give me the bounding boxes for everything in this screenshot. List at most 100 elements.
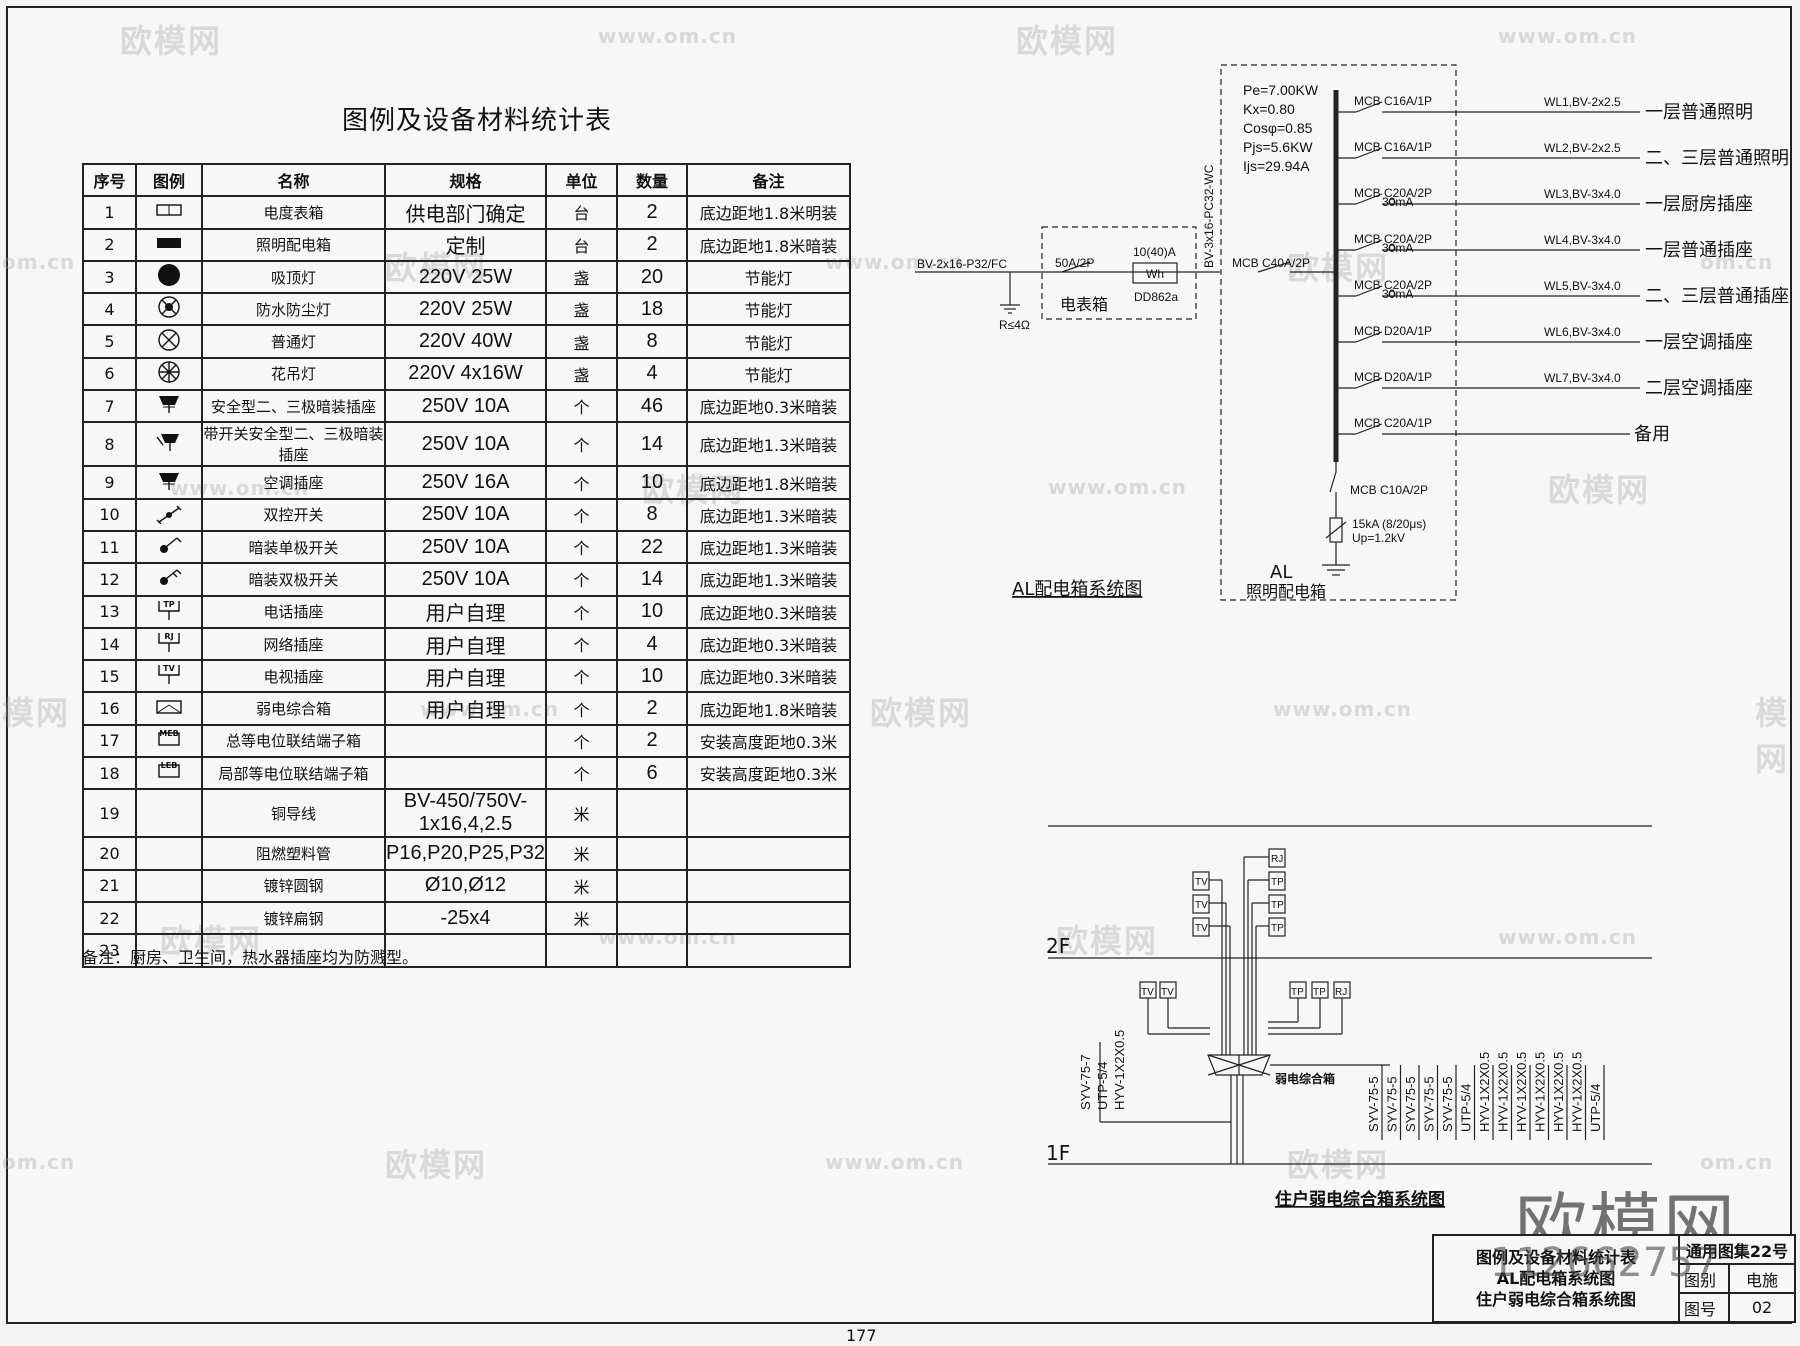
title-block: 图例及设备材料统计表 AL配电箱系统图 住户弱电综合箱系统图 通用图集22号 图…	[1432, 1234, 1796, 1323]
row-qty: 4	[616, 626, 689, 662]
row-qty: 8	[616, 497, 689, 532]
incoming-cable-label: UTP-5/4	[1095, 1062, 1110, 1110]
meter-symbol-label: Wh	[1146, 267, 1164, 281]
row-remark	[686, 900, 852, 936]
row-unit: 个	[545, 421, 619, 468]
row-remark: 底边距地0.3米暗装	[686, 626, 852, 662]
row-qty: 20	[616, 259, 689, 295]
row-unit: 米	[545, 836, 619, 871]
watermark-url: om.cn	[1700, 1150, 1774, 1174]
row-icon	[135, 421, 203, 468]
tv-socket-icon	[1192, 894, 1210, 914]
row-name	[201, 933, 386, 968]
row-icon	[135, 389, 203, 424]
socket-icon	[1268, 848, 1286, 868]
al-diagram-title: AL配电箱系统图	[1012, 579, 1142, 600]
outlet-label: TV	[1195, 900, 1208, 911]
load-param: Ijs=29.94A	[1243, 158, 1310, 174]
row-no: 5	[82, 324, 137, 359]
row-name: 铜导线	[201, 788, 386, 839]
row-qty: 14	[616, 421, 689, 468]
network-socket-icon: RJ	[153, 631, 185, 657]
row-name: 防水防尘灯	[201, 292, 386, 327]
circuit-breaker-switch	[1355, 423, 1383, 435]
circuit-load-label: 一层厨房插座	[1645, 194, 1753, 215]
header-remark: 备注	[686, 162, 852, 198]
outgoing-cable-label: SYV-75-5	[1366, 1076, 1381, 1132]
tv-socket-icon	[1192, 917, 1210, 937]
main-breaker-switch	[1257, 261, 1291, 273]
meter-box-outline	[1041, 226, 1197, 320]
outgoing-cable-label: SYV-75-5	[1422, 1076, 1437, 1132]
row-no: 10	[82, 497, 137, 532]
title-block-category-label: 图别	[1678, 1263, 1730, 1294]
row-name: 暗装单极开关	[201, 529, 386, 565]
outlet-label: TV	[1195, 923, 1208, 934]
load-param: Pe=7.00KW	[1243, 82, 1319, 98]
rcd-icon	[1388, 290, 1396, 298]
row-no: 7	[82, 389, 137, 424]
row-spec: 220V 4x16W	[383, 356, 548, 392]
circuit-rcd-label: 30mA	[1382, 241, 1413, 255]
watermark-url: www.om.cn	[1273, 697, 1413, 721]
row-remark	[686, 868, 852, 903]
row-name: 总等电位联结端子箱	[201, 723, 386, 759]
header-no: 序号	[82, 162, 137, 198]
row-remark	[686, 788, 852, 839]
row-no: 9	[82, 465, 137, 500]
row-spec: -25x4	[383, 900, 548, 936]
socket-icon	[1268, 894, 1286, 914]
row-spec: Ø10,Ø12	[383, 868, 548, 903]
row-spec: 220V 40W	[383, 324, 548, 359]
row-name: 双控开关	[201, 497, 386, 532]
row-icon	[135, 324, 203, 359]
row-icon: MEB	[135, 723, 203, 759]
row-name: 带开关安全型二、三极暗装插座	[201, 421, 386, 468]
row-unit: 盏	[545, 259, 619, 295]
meter-icon	[1132, 262, 1178, 284]
row-no: 14	[82, 626, 137, 662]
circuit-breaker-label: MCB C20A/2P	[1354, 278, 1432, 292]
row-unit: 个	[545, 389, 619, 424]
outlet-label: TP	[1271, 877, 1284, 888]
circuit-breaker-label: MCB D20A/1P	[1354, 370, 1432, 384]
incoming-cable-label: SYV-75-7	[1078, 1054, 1093, 1110]
load-param: Pjs=5.6KW	[1243, 139, 1313, 155]
row-spec: 250V 10A	[383, 529, 548, 565]
row-qty: 4	[616, 356, 689, 392]
row-remark: 底边距地0.3米暗装	[686, 594, 852, 629]
outgoing-cable-label: HYV-1X2X0.5	[1514, 1052, 1529, 1132]
row-unit	[545, 933, 619, 968]
title-block-set: 通用图集22号	[1678, 1234, 1796, 1265]
circuit-load-label: 二、三层普通照明	[1645, 148, 1789, 169]
weak-box-label: 弱电综合箱	[1275, 1071, 1335, 1086]
outlet-label: TP	[1271, 900, 1284, 911]
ceiling-lamp-icon	[153, 264, 185, 290]
single-switch-icon	[153, 534, 185, 560]
row-icon	[135, 195, 203, 230]
row-spec: 220V 25W	[383, 292, 548, 327]
row-unit: 台	[545, 227, 619, 262]
row-no: 1	[82, 195, 137, 230]
row-name: 阻燃塑料管	[201, 836, 386, 871]
row-spec: 用户自理	[383, 626, 548, 662]
drawing-name: AL配电箱系统图	[1496, 1269, 1616, 1288]
row-name: 局部等电位联结端子箱	[201, 756, 386, 791]
outlet-label: RJ	[1271, 854, 1283, 865]
row-name: 空调插座	[201, 465, 386, 500]
meter-breaker-switch	[1061, 261, 1091, 273]
legend-table-row: 23	[82, 933, 852, 968]
row-spec: 用户自理	[383, 659, 548, 694]
meter-rating-label: 10(40)A	[1133, 245, 1176, 259]
watermark-logo: 欧模网	[1016, 22, 1119, 60]
circuit-rcd-label: 30mA	[1382, 287, 1413, 301]
weak-diagram-title: 住户弱电综合箱系统图	[1275, 1189, 1445, 1210]
watermark-url: www.om.cn	[825, 1150, 965, 1174]
row-no: 12	[82, 562, 137, 597]
